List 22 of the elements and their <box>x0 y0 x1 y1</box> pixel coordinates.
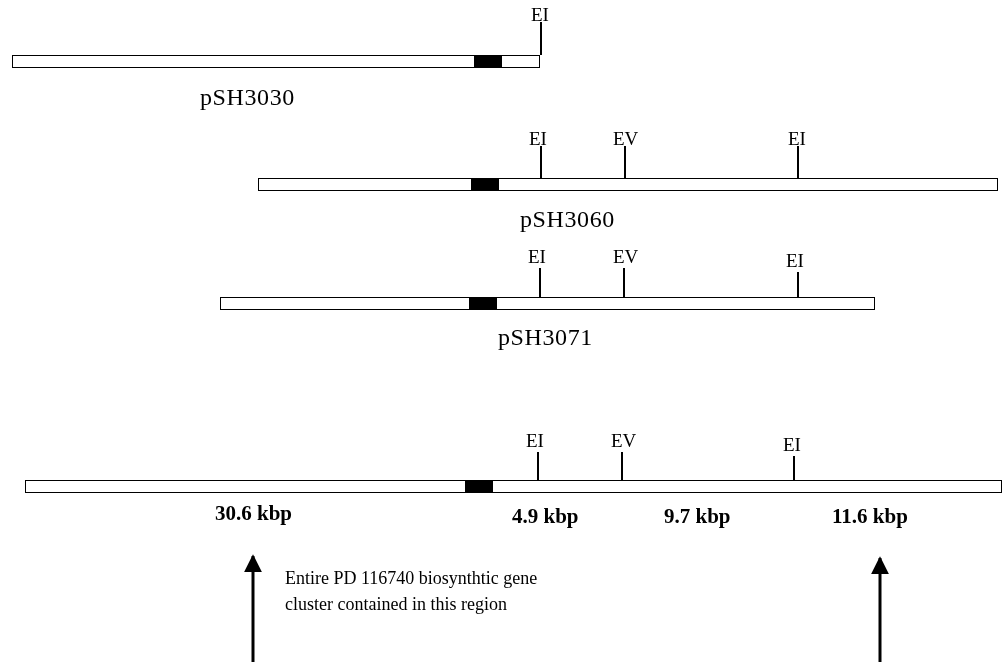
restriction-site-label: EI <box>786 250 804 272</box>
fragment-size-label: 11.6 kbp <box>832 503 908 529</box>
restriction-site-label: EI <box>783 434 801 456</box>
plasmid-name: pSH3030 <box>200 83 295 112</box>
fragment-size-label: 30.6 kbp <box>215 500 293 526</box>
note-text: Entire PD 116740 biosynthtic gene cluster contained in this region <box>285 567 539 616</box>
dna-fragment-bar <box>12 55 540 68</box>
dna-fragment-bar <box>258 178 998 191</box>
plasmid-name: pSH3060 <box>520 205 615 234</box>
restriction-site-label: EI <box>526 430 544 452</box>
restriction-site-label: EV <box>613 128 639 150</box>
fragment-size-label: 9.7 kbp <box>664 503 731 529</box>
plasmid-name: pSH3071 <box>498 323 593 352</box>
dna-fragment-bar <box>220 297 875 310</box>
dna-fragment-bar <box>25 480 1002 493</box>
restriction-site-label: EV <box>611 430 637 452</box>
restriction-site-label: EV <box>613 246 639 268</box>
restriction-site-label: EI <box>529 128 547 150</box>
restriction-site-label: EI <box>531 4 549 26</box>
restriction-site-label: EI <box>788 128 806 150</box>
restriction-site-label: EI <box>528 246 546 268</box>
fragment-size-label: 4.9 kbp <box>512 503 579 529</box>
